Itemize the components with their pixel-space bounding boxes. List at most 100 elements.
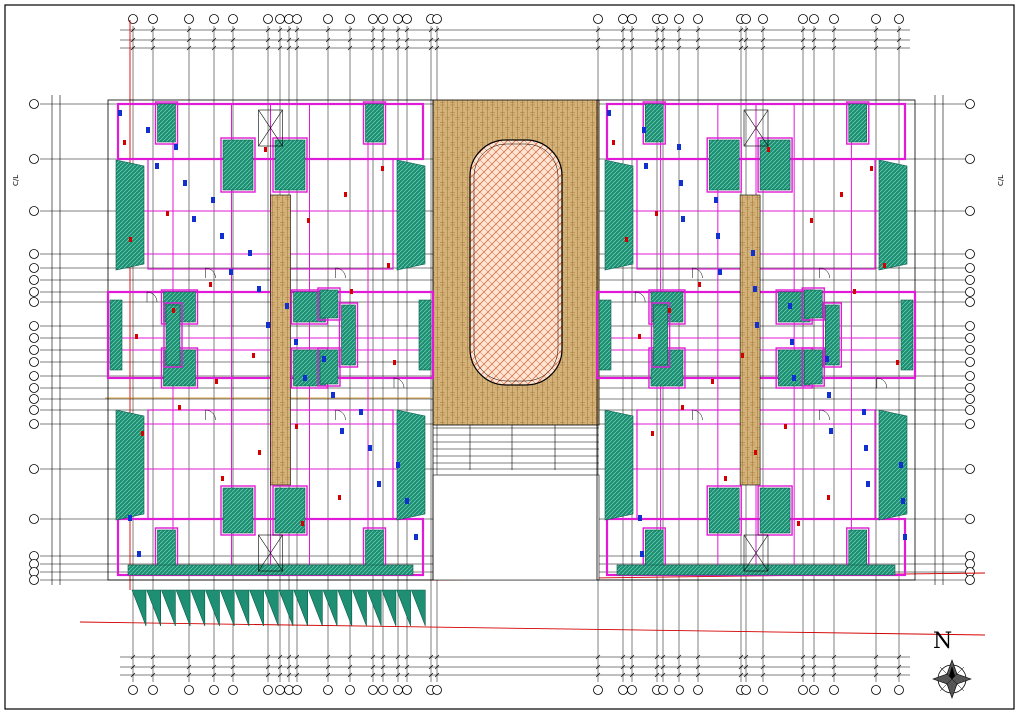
dimension-tick [428, 37, 434, 43]
dimension-tick [695, 664, 701, 670]
dimension-tick [428, 45, 434, 51]
dimension-tick [286, 37, 292, 43]
grid-bubble-top [263, 14, 273, 24]
dimension-tick [695, 45, 701, 51]
dimension-tick [873, 664, 879, 670]
room-tag [698, 282, 701, 287]
grid-bubble-bottom [741, 685, 751, 695]
dimension-tick [743, 27, 749, 33]
room-tag [307, 218, 310, 223]
sheet-border [4, 4, 1015, 710]
grid-bubble-left [29, 394, 39, 404]
room-tag [129, 237, 132, 242]
grid-bubble-bottom [263, 685, 273, 695]
grid-bubble-top [758, 14, 768, 24]
fixture-mark [718, 269, 722, 275]
dimension-tick [595, 672, 601, 678]
room-tag [810, 218, 813, 223]
fixture-mark [862, 409, 866, 415]
grid-bubble-left [29, 357, 39, 367]
grid-bubble-left [29, 345, 39, 355]
grid-bubble-top [323, 14, 333, 24]
grid-bubble-bottom [275, 685, 285, 695]
wet-area-wall [846, 101, 870, 145]
grid-bubble-bottom [184, 685, 194, 695]
dimension-tick [800, 27, 806, 33]
grid-bubble-bottom [402, 685, 412, 695]
dimension-tick [230, 654, 236, 660]
room-tag [387, 263, 390, 268]
shaft [258, 109, 283, 147]
dimension-tick [380, 672, 386, 678]
dimension-tick [595, 664, 601, 670]
door-swing [335, 409, 346, 421]
room-tag [221, 476, 224, 481]
grid-bubble-bottom [393, 685, 403, 695]
wet-area-wall [642, 101, 666, 145]
dimension-tick [186, 672, 192, 678]
grid-bubble-right [965, 394, 975, 404]
dimension-tick [130, 672, 136, 678]
ramp-triangle [352, 589, 367, 627]
wet-area-wall [706, 485, 742, 536]
grid-bubble-top [894, 14, 904, 24]
door-swing [819, 409, 830, 421]
dimension-tick [676, 654, 682, 660]
dimension-tick [743, 37, 749, 43]
wet-area-tiles [274, 139, 306, 191]
dimension-tick [186, 45, 192, 51]
grid-bubble-bottom [618, 685, 628, 695]
fixture-mark [679, 180, 683, 186]
wet-area-tiles [759, 487, 791, 534]
dimension-tick [211, 45, 217, 51]
door-swing [692, 267, 703, 279]
room-tag [252, 353, 255, 358]
grid-bubble-bottom [894, 685, 904, 695]
dimension-tick [654, 27, 660, 33]
shaft [743, 534, 769, 572]
fixture-mark [396, 462, 400, 468]
ramp-triangle [381, 589, 397, 627]
wet-area-wall [650, 302, 671, 368]
grid-bubble-right [965, 419, 975, 429]
dimension-tick [595, 27, 601, 33]
wet-area-tiles [222, 139, 254, 191]
dimension-tick [800, 654, 806, 660]
wet-area-wall [362, 101, 387, 145]
grid-bubble-left [29, 464, 39, 474]
dimension-tick [434, 654, 440, 660]
fixture-mark [174, 144, 178, 150]
room-tag [178, 405, 181, 410]
dimension-tick [286, 654, 292, 660]
dimension-tick [595, 654, 601, 660]
room-tag [655, 211, 658, 216]
dimension-tick [428, 672, 434, 678]
fixture-mark [638, 515, 642, 521]
dimension-tick [347, 654, 353, 660]
ramp-triangle [219, 589, 235, 627]
grid-bubble-left [29, 99, 39, 109]
dimension-tick [325, 664, 331, 670]
fixture-mark [368, 445, 372, 451]
dimension-tick [595, 37, 601, 43]
dimension-tick [620, 45, 626, 51]
central-courtyard [432, 99, 600, 581]
shaft-cross [258, 534, 283, 572]
ramp-triangle [263, 589, 279, 627]
room-tag [827, 495, 830, 500]
dimension-tick [325, 654, 331, 660]
grid-bubble-bottom [128, 685, 138, 695]
dimension-tick [660, 654, 666, 660]
end-tile [598, 299, 612, 371]
grid-bubble-top [368, 14, 378, 24]
wet-area-tiles [274, 487, 306, 534]
ramp-triangle [249, 589, 264, 627]
wet-area-tiles [222, 487, 254, 534]
ramp-triangle [366, 589, 382, 627]
grid-bubble-right [965, 287, 975, 297]
grid-bubble-left [29, 297, 39, 307]
dimension-tick [347, 664, 353, 670]
fixture-mark [829, 428, 833, 434]
dimension-tick [150, 654, 156, 660]
wet-area-tiles [803, 349, 823, 385]
